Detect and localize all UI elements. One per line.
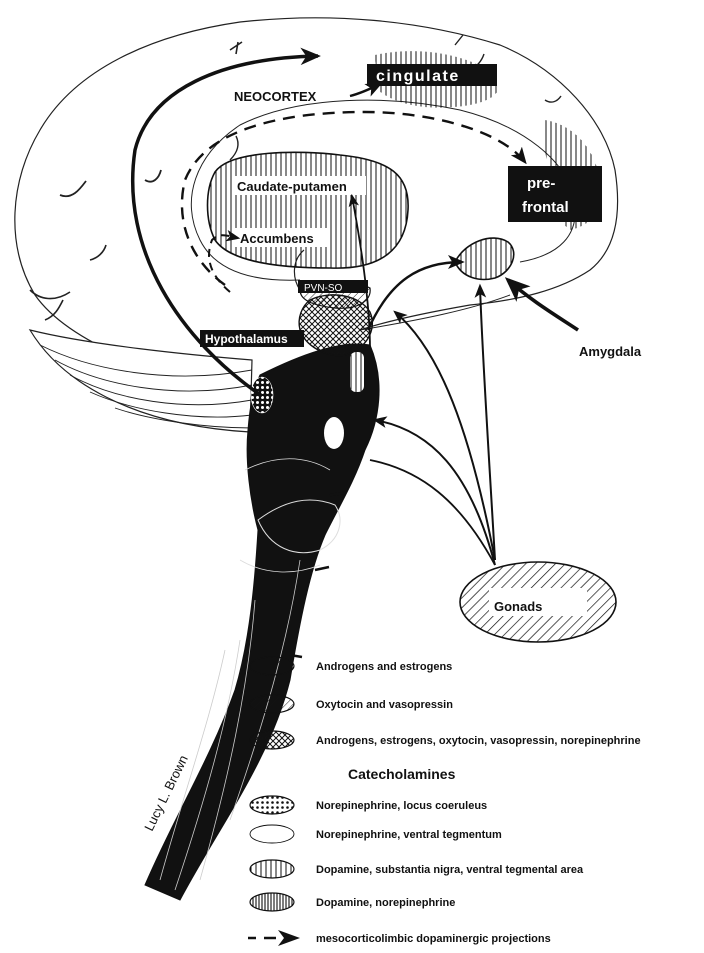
legend-label: Norepinephrine, ventral tegmentum	[316, 829, 502, 841]
legend-swatch-cross	[250, 731, 294, 749]
legend-swatch-diag-wide	[250, 657, 294, 675]
arrow-gonads-3	[375, 420, 495, 565]
legend-label: Oxytocin and vasopressin	[316, 699, 453, 711]
legend-label: Androgens and estrogens	[316, 661, 452, 673]
arrow-amygdala	[508, 280, 578, 330]
legend-arrowhead-icon	[278, 930, 300, 946]
legend-heading-catecholamines: Catecholamines	[348, 766, 456, 782]
label-gonads: Gonads	[494, 599, 542, 614]
label-cingulate: cingulate	[376, 68, 460, 85]
legend-label: Dopamine, norepinephrine	[316, 897, 455, 909]
brainstem	[145, 344, 379, 900]
legend-label: Dopamine, substantia nigra, ventral tegm…	[316, 864, 584, 876]
label-hypothalamus: Hypothalamus	[205, 332, 288, 346]
legend-label: mesocorticolimbic dopaminergic projectio…	[316, 933, 551, 945]
legend-swatch-dots	[250, 796, 294, 814]
substantia-nigra	[350, 352, 364, 392]
legend-label: Norepinephrine, locus coeruleus	[316, 800, 487, 812]
label-neocortex: NEOCORTEX	[234, 89, 317, 104]
legend-swatch-diag-fine	[250, 695, 294, 713]
legend-swatch-plain	[250, 825, 294, 843]
legend-swatch-vert-dense	[250, 893, 294, 911]
label-pvn-so: PVN-SO	[304, 283, 343, 294]
label-prefrontal-1: pre-	[527, 175, 555, 192]
legend: Androgens and estrogens Oxytocin and vas…	[248, 657, 641, 946]
label-accumbens: Accumbens	[240, 231, 314, 246]
legend-swatch-vert	[250, 860, 294, 878]
legend-label: Androgens, estrogens, oxytocin, vasopres…	[316, 735, 641, 747]
caudate-putamen-region	[208, 152, 409, 268]
label-amygdala: Amygdala	[579, 344, 642, 359]
arrow-gonads-1	[395, 312, 495, 560]
label-caudate-putamen: Caudate-putamen	[237, 179, 347, 194]
ventral-tegmentum	[324, 417, 344, 449]
label-prefrontal-2: frontal	[522, 199, 569, 216]
amygdala-region	[455, 238, 514, 279]
